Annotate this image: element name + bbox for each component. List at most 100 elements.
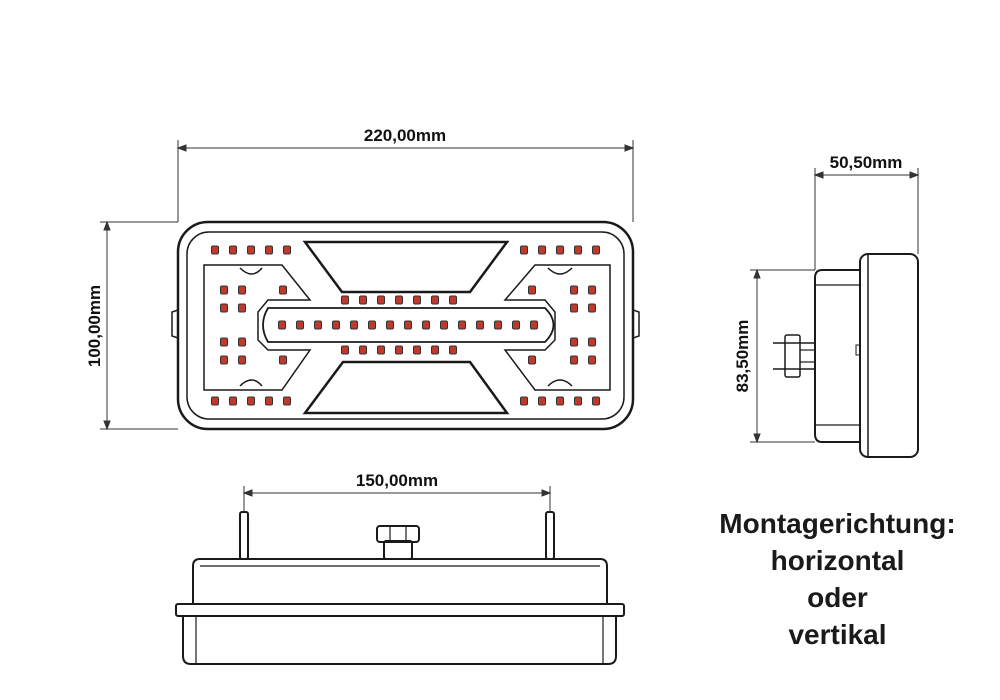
led-dot [588, 337, 596, 347]
led-dot [279, 285, 287, 295]
led-dot [341, 345, 349, 355]
led-dot [431, 295, 439, 305]
led-dot [265, 396, 273, 406]
led-dot [528, 355, 536, 365]
led-dot [395, 295, 403, 305]
led-dot [592, 396, 600, 406]
led-dot [220, 285, 228, 295]
led-dot [377, 295, 385, 305]
front-view [171, 220, 640, 431]
led-dot [538, 245, 546, 255]
led-dot [238, 355, 246, 365]
led-dot [530, 320, 538, 330]
top-window [302, 240, 510, 294]
led-dot [449, 345, 457, 355]
led-dot [528, 285, 536, 295]
led-dot [314, 320, 322, 330]
side-depth-dimension [813, 168, 920, 270]
led-dot [422, 320, 430, 330]
bottom-lens [182, 616, 617, 665]
mount-tab-right [632, 309, 640, 339]
stud-left [239, 511, 249, 560]
arrow-bar [262, 307, 555, 343]
stud-right [545, 511, 555, 560]
led-dot [574, 396, 582, 406]
right-chamber [503, 264, 611, 391]
bottom-window [302, 360, 510, 415]
side-body [814, 269, 860, 443]
led-dot [520, 245, 528, 255]
side-depth-label: 50,50mm [830, 153, 903, 172]
led-dot [570, 303, 578, 313]
led-dot [332, 320, 340, 330]
left-chamber [203, 264, 312, 391]
front-height-dimension [100, 220, 178, 431]
right-cutout-top [547, 267, 573, 275]
led-dot [570, 337, 578, 347]
led-dot [574, 245, 582, 255]
led-dot [211, 396, 219, 406]
led-dot [386, 320, 394, 330]
led-dot [283, 396, 291, 406]
led-dot [440, 320, 448, 330]
led-dot [296, 320, 304, 330]
bottom-view [175, 511, 625, 665]
led-dot [211, 245, 219, 255]
led-dot [278, 320, 286, 330]
led-dot [512, 320, 520, 330]
led-array [211, 245, 600, 406]
mounting-note: Montagerichtung: horizontal oder vertika… [690, 505, 985, 653]
led-dot [592, 245, 600, 255]
led-dot [229, 245, 237, 255]
led-dot [520, 396, 528, 406]
mounting-note-line1: Montagerichtung: [719, 508, 956, 539]
mount-tab-left [171, 309, 179, 339]
left-cutout-bottom [239, 379, 263, 387]
led-dot [247, 245, 255, 255]
led-dot [588, 303, 596, 313]
led-dot [220, 303, 228, 313]
led-dot [476, 320, 484, 330]
bottom-body [192, 558, 608, 605]
led-dot [538, 396, 546, 406]
front-housing-inner [186, 231, 625, 420]
led-dot [238, 303, 246, 313]
side-height-dimension [750, 268, 815, 444]
bottom-spacing-label: 150,00mm [356, 471, 438, 490]
mounting-note-line4: vertikal [788, 619, 887, 650]
led-dot [283, 245, 291, 255]
led-dot [395, 345, 403, 355]
front-housing-outer [176, 220, 635, 431]
led-dot [570, 355, 578, 365]
mounting-note-line3: oder [807, 582, 868, 613]
front-height-label: 100,00mm [85, 285, 104, 367]
side-view [773, 253, 919, 458]
led-dot [413, 345, 421, 355]
led-dot [238, 285, 246, 295]
led-dot [458, 320, 466, 330]
led-dot [359, 295, 367, 305]
led-dot [431, 345, 439, 355]
led-dot [265, 245, 273, 255]
led-dot [404, 320, 412, 330]
bottom-connector [383, 540, 413, 560]
bottom-spacing-dimension [242, 486, 552, 512]
led-dot [247, 396, 255, 406]
led-dot [556, 245, 564, 255]
front-width-dimension [176, 140, 635, 222]
led-dot [229, 396, 237, 406]
led-dot [341, 295, 349, 305]
led-dot [279, 355, 287, 365]
front-width-label: 220,00mm [364, 126, 446, 145]
led-dot [570, 285, 578, 295]
right-cutout-bottom [547, 379, 573, 387]
led-dot [588, 355, 596, 365]
led-dot [220, 337, 228, 347]
led-dot [588, 285, 596, 295]
led-dot [494, 320, 502, 330]
left-cutout-top [239, 267, 263, 275]
led-dot [220, 355, 228, 365]
led-dot [359, 345, 367, 355]
mounting-note-line2: horizontal [770, 545, 905, 576]
